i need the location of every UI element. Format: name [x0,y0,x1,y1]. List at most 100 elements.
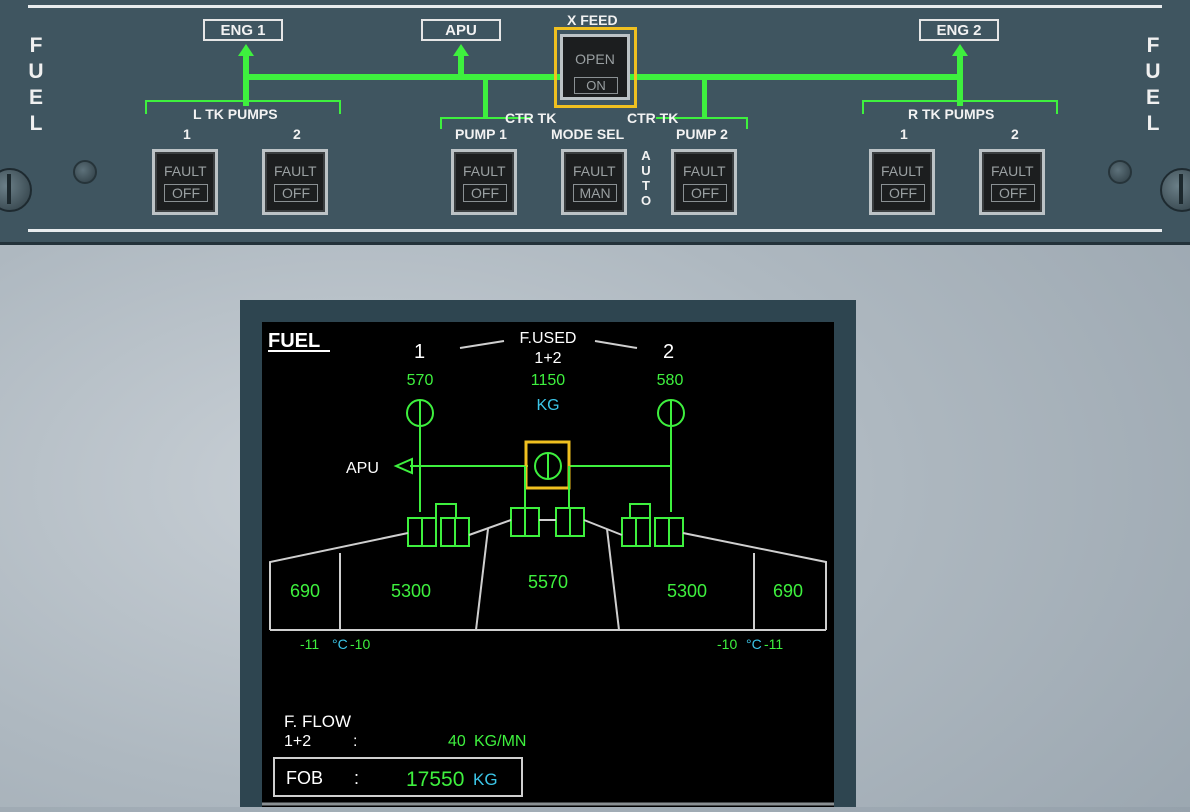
left-inner-temp: -10 [350,636,370,652]
fflow-value: 40 [448,733,466,750]
ctr-pump2-label: PUMP 2 [676,126,728,142]
xfeed-title: X FEED [567,12,618,28]
off-legend: OFF [274,184,318,202]
ecam-title: FUEL [268,330,320,352]
fault-legend: FAULT [991,163,1034,179]
ctr-tank-top-left [468,519,512,536]
l-tk-bracket [145,100,341,102]
fault-legend: FAULT [164,163,207,179]
fob-unit: KG [473,770,498,789]
l-tk-pump2-button[interactable]: FAULT OFF [262,149,328,215]
ctr-tk-pump1-button[interactable]: FAULT OFF [451,149,517,215]
off-legend: OFF [881,184,925,202]
fault-legend: FAULT [463,163,506,179]
l-tk-pumps-label: L TK PUMPS [193,106,278,122]
xfeed-valve-highlight [524,440,571,490]
panel-bottom-rail [28,229,1162,232]
apu-arrow-icon [393,457,413,475]
eng2-arrow-icon [952,44,968,56]
off-legend: OFF [463,184,507,202]
left-wing-outline [269,532,409,630]
fused-bracket-left [459,340,505,349]
fault-legend: FAULT [274,163,317,179]
panel-side-label-right: F U E L [1145,34,1161,135]
feed-line-eng1 [243,52,249,106]
panel-top-rail [28,5,1162,8]
ctr-tk-left-label: CTR TK [505,110,557,126]
fob-colon: : [354,768,359,788]
fob-box [273,757,523,797]
fflow-label: F. FLOW [284,712,351,731]
total-fuel-used: 1150 [531,372,566,389]
man-legend: MAN [573,184,617,202]
right-inner-temp: -10 [717,636,737,652]
ctr-right-divider [606,528,620,631]
apu-label: APU [421,19,501,41]
mode-sel-label: MODE SEL [551,126,625,142]
panel-screw-left [0,168,32,212]
right-temp-unit: °C [746,636,762,652]
eng2-fuel-used: 580 [657,372,684,389]
ctr-pump1-label: PUMP 1 [455,126,507,142]
left-outer-tank-qty: 690 [290,581,320,601]
ctr-tk-pump2-button[interactable]: FAULT OFF [671,149,737,215]
r-tk-bracket [862,100,1058,102]
l-tk-pump1-button[interactable]: FAULT OFF [152,149,218,215]
left-temp-unit: °C [332,636,348,652]
r-tk-pump1-button[interactable]: FAULT OFF [869,149,935,215]
l-tk-bracket-right [339,100,341,114]
feed-line-eng2 [957,52,963,106]
r-tk-bracket-right [1056,100,1058,114]
fob-value: 17550 [406,768,464,791]
fflow-unit: KG/MN [474,733,526,750]
ctr-right-bracket [656,117,748,119]
ecam-fuel-display: FUEL 1 2 F.USED 1+2 570 1150 580 KG APU [262,322,834,807]
eng1-fuel-used: 570 [407,372,434,389]
l-tk-bracket-left [145,100,147,114]
eng1-label: ENG 1 [203,19,283,41]
r-tk-pump2-button[interactable]: FAULT OFF [979,149,1045,215]
ecam-eng2-label: 2 [663,341,674,363]
fused-label: F.USED [520,330,577,347]
fflow-colon: : [353,733,357,750]
auto-label: A U T O [640,148,652,208]
ecam-fuel-diagram: FUEL 1 2 F.USED 1+2 570 1150 580 KG APU [262,330,834,806]
mode-sel-button[interactable]: FAULT MAN [561,149,627,215]
feed-line-ctr-left [483,77,488,117]
ctr-tank-top-right [583,519,623,536]
off-legend: OFF [991,184,1035,202]
ctr-tk-right-label: CTR TK [627,110,679,126]
fused-sub-label: 1+2 [534,350,561,367]
l-pump2-feed [435,503,457,532]
ecam-eng1-label: 1 [414,341,425,363]
xfeed-highlight [554,27,637,108]
fault-legend: FAULT [881,163,924,179]
right-outer-temp: -11 [764,636,783,652]
l-pump2-number: 2 [293,126,301,142]
ctr-left-bracket-left [440,117,442,129]
fault-legend: FAULT [573,163,616,179]
ctr-left-bracket [440,117,532,119]
panel-knob-left [73,160,97,184]
feed-line-ctr-right [702,77,707,117]
eng1-arrow-icon [238,44,254,56]
feed-line-apu [458,52,464,77]
panel-screw-right [1160,168,1190,212]
r-tk-pumps-label: R TK PUMPS [908,106,995,122]
off-legend: OFF [683,184,727,202]
l-pump1-number: 1 [183,126,191,142]
ctr-right-bracket-right [746,117,748,129]
eng2-label: ENG 2 [919,19,999,41]
xfeed-button[interactable]: OPEN ON [560,34,630,100]
off-legend: OFF [164,184,208,202]
r-tk-bracket-left [862,100,864,114]
panel-side-label-left: F U E L [28,34,44,135]
left-inner-tank-qty: 5300 [391,581,431,601]
right-inner-tank-qty: 5300 [667,581,707,601]
panel-knob-right [1108,160,1132,184]
apu-arrow-icon [453,44,469,56]
fault-legend: FAULT [683,163,726,179]
ecam-apu-label: APU [346,460,379,477]
fuel-used-unit: KG [536,397,559,414]
center-tank-qty: 5570 [528,572,568,592]
